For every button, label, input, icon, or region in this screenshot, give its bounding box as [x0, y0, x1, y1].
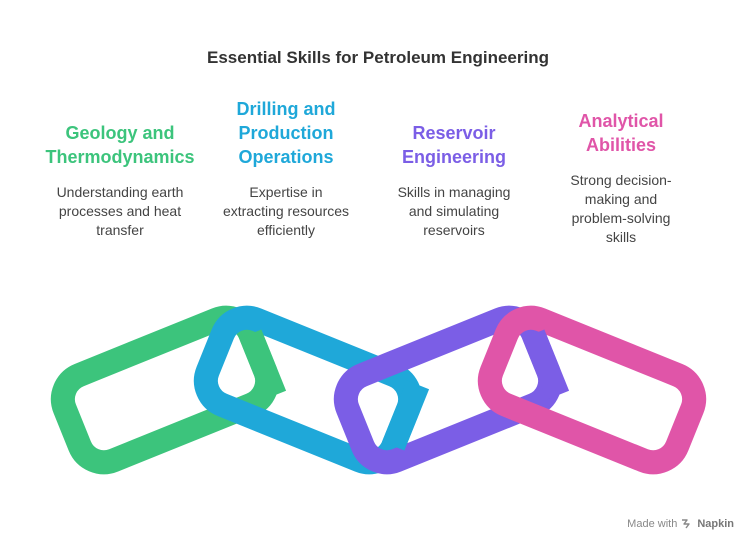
chain-link-purple: [333, 305, 563, 475]
desc-line: and simulating: [408, 203, 500, 219]
desc-line: Skills in managing: [397, 184, 511, 200]
heading-line: Abilities: [585, 135, 656, 155]
skill-geology: Geology and Thermodynamics Understanding…: [30, 121, 210, 240]
desc-line: processes and heat: [58, 203, 182, 219]
skill-heading: Analytical Abilities: [531, 109, 711, 157]
heading-line: Geology and: [65, 123, 175, 143]
diagram-title: Essential Skills for Petroleum Engineeri…: [207, 48, 549, 67]
skill-analytical: Analytical Abilities Strong decision- ma…: [531, 109, 711, 247]
desc-line: reservoirs: [423, 222, 485, 238]
desc-line: problem-solving: [571, 210, 671, 226]
heading-line: Production: [238, 123, 334, 143]
desc-line: Strong decision-: [570, 172, 672, 188]
heading-line: Drilling and: [236, 99, 336, 119]
heading-line: Engineering: [401, 147, 506, 167]
chain-overlap-blue: [382, 380, 430, 451]
skill-heading: Drilling and Production Operations: [196, 97, 376, 169]
chain-link-pink: [477, 305, 707, 475]
chain-link-green: [50, 305, 280, 475]
skill-description: Expertise in extracting resources effici…: [196, 183, 376, 240]
heading-line: Reservoir: [412, 123, 496, 143]
napkin-logo-icon: [682, 519, 691, 529]
chain-overlap-purple: [522, 329, 570, 400]
skill-description: Understanding earth processes and heat t…: [30, 183, 210, 240]
desc-line: skills: [605, 229, 637, 245]
skill-drilling: Drilling and Production Operations Exper…: [196, 97, 376, 240]
footer-prefix: Made with: [627, 518, 678, 530]
skill-description: Skills in managing and simulating reserv…: [364, 183, 544, 240]
skill-heading: Geology and Thermodynamics: [30, 121, 210, 169]
desc-line: making and: [584, 191, 658, 207]
skill-heading: Reservoir Engineering: [364, 121, 544, 169]
heading-line: Thermodynamics: [45, 147, 195, 167]
skill-reservoir: Reservoir Engineering Skills in managing…: [364, 121, 544, 240]
heading-line: Analytical: [578, 111, 664, 131]
chain-overlap-green: [239, 329, 287, 400]
heading-line: Operations: [238, 147, 334, 167]
desc-line: efficiently: [256, 222, 316, 238]
desc-line: Understanding earth: [56, 184, 184, 200]
desc-line: Expertise in: [249, 184, 323, 200]
chain-link-blue: [193, 305, 423, 475]
desc-line: extracting resources: [222, 203, 350, 219]
skill-description: Strong decision- making and problem-solv…: [531, 171, 711, 247]
footer-brand: Napkin: [697, 518, 734, 530]
footer: Made with Napkin: [627, 518, 734, 530]
desc-line: transfer: [96, 222, 144, 238]
